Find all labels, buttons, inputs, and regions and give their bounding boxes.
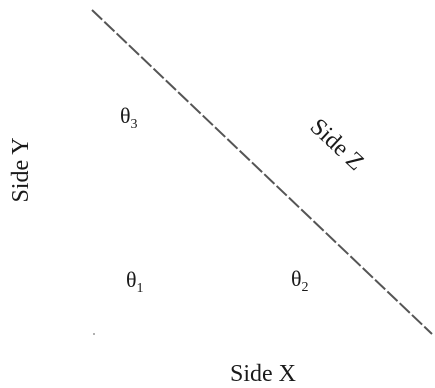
angle-theta3-label: θ3: [120, 103, 138, 132]
side-z-label: Side Z: [305, 114, 369, 176]
angle-theta2-label: θ2: [291, 266, 309, 295]
hypotenuse-line: [91, 9, 433, 335]
side-y-label: Side Y: [8, 137, 34, 202]
side-x-label: Side X: [230, 361, 296, 387]
angle-theta1-label: θ1: [126, 267, 144, 296]
corner-dot: [93, 333, 95, 335]
